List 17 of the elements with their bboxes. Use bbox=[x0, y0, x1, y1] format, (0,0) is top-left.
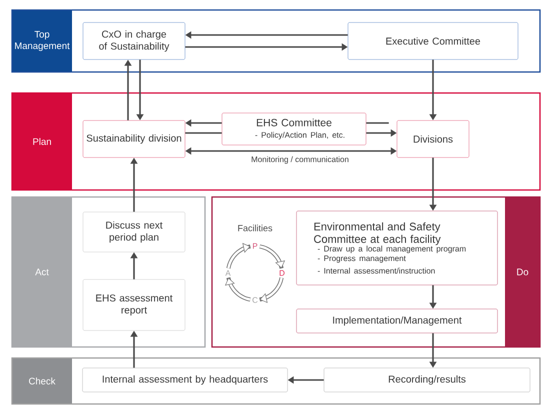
process-box: Discuss next period plan bbox=[82, 212, 186, 252]
process-box: Divisions bbox=[396, 120, 470, 158]
caption-text: Facilities bbox=[238, 224, 272, 232]
cycle-letter: P bbox=[253, 243, 258, 249]
committee-box: EHS Committee - Policy/Action Plan, etc. bbox=[222, 112, 366, 146]
process-box: EHS assessment report bbox=[82, 279, 186, 331]
cycle-letter: C bbox=[252, 297, 258, 303]
edge-label: Monitoring / communication bbox=[250, 155, 350, 165]
cycle-letter: D bbox=[280, 270, 284, 276]
process-box: Executive Committee bbox=[348, 22, 518, 60]
cycle-letter: A bbox=[225, 270, 231, 276]
process-box: Implementation/Management bbox=[296, 308, 498, 334]
process-box: Internal assessment by headquarters bbox=[82, 368, 288, 392]
committee-box: Environmental and Safety Committee at each facility - Draw up a local management program - Progress management - Internal assessment/instruction bbox=[296, 210, 498, 286]
process-box: Recording/results bbox=[324, 368, 530, 392]
process-box: Sustainability division bbox=[82, 120, 186, 158]
process-box: CxO in charge of Sustainability bbox=[82, 22, 186, 60]
